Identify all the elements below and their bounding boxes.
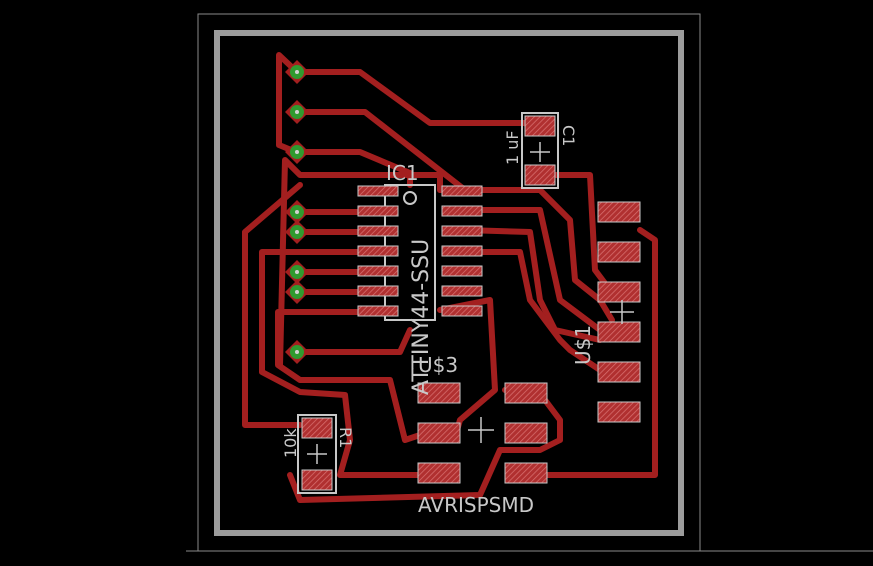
c1-footprint: [521, 112, 559, 189]
r1-name-label: R1: [336, 427, 355, 448]
r1-value-label: 10k: [281, 428, 300, 458]
board-outline: [214, 30, 684, 536]
via-1: [285, 60, 309, 84]
avrisp-footprint: [417, 382, 548, 484]
ic1-value-label: ATTINY44-SSU: [409, 239, 434, 395]
u1-footprint: [597, 201, 641, 423]
u3-name-label: U$3: [418, 353, 458, 377]
c1-value-label: 1 uF: [503, 130, 522, 165]
u1-name-label: U$1: [571, 325, 595, 365]
ic1-footprint: [357, 184, 483, 321]
c1-name-label: C1: [559, 125, 578, 146]
via-4: [285, 200, 309, 224]
ic1-pads-right: [441, 185, 483, 317]
via-7: [285, 280, 309, 304]
via-8: [285, 340, 309, 364]
via-holes: [285, 60, 309, 364]
via-5: [285, 220, 309, 244]
avrisp-name-label: AVRISPSMD: [418, 493, 534, 517]
via-2: [285, 100, 309, 124]
r1-footprint: [297, 414, 337, 494]
via-6: [285, 260, 309, 284]
ic1-name-label: IC1: [386, 161, 419, 185]
ic1-pads-left: [357, 185, 399, 317]
via-3: [285, 140, 309, 164]
